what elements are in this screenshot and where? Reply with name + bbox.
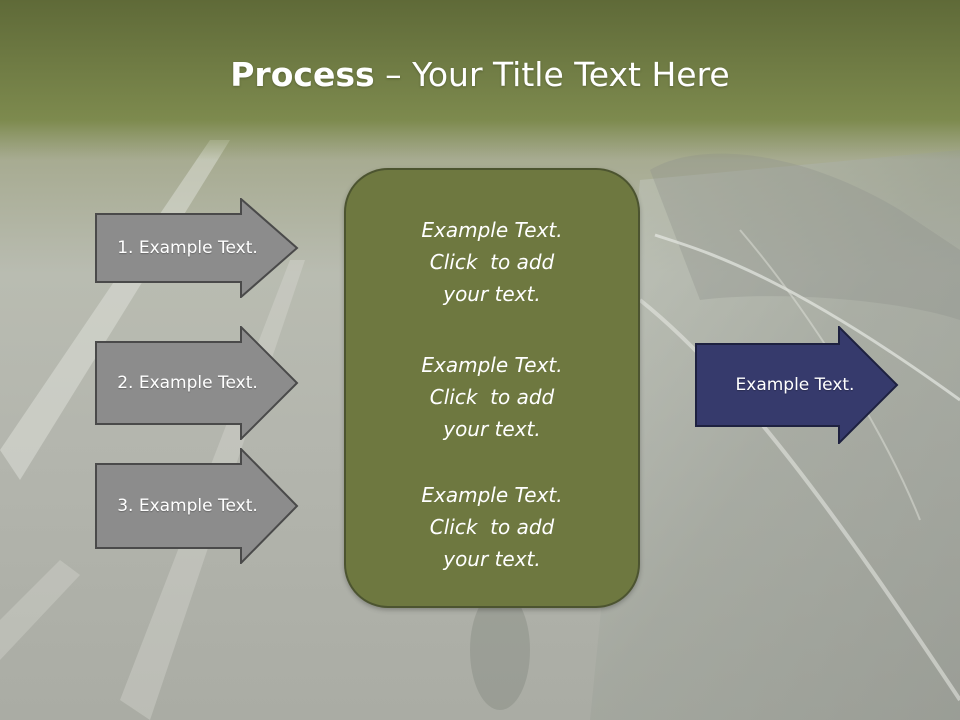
input-arrow-label: 2. Example Text.: [117, 373, 258, 393]
output-arrow-label: Example Text.: [735, 375, 855, 395]
center-text-block-1: Example Text. Click to add your text.: [346, 214, 638, 310]
input-arrow-3[interactable]: 3. Example Text.: [95, 448, 299, 564]
input-arrow-label: 1. Example Text.: [117, 238, 258, 258]
center-text-line: Click to add: [429, 385, 555, 409]
arrow-shape: [695, 326, 899, 444]
input-arrow-2[interactable]: 2. Example Text.: [95, 326, 299, 440]
center-text-block-2: Example Text. Click to add your text.: [346, 349, 638, 445]
center-text-line: Example Text.: [421, 218, 563, 242]
center-text-line: Example Text.: [421, 353, 563, 377]
center-text-line: Click to add: [429, 515, 555, 539]
output-arrow[interactable]: Example Text.: [695, 326, 899, 444]
slide-title: Process – Your Title Text Here: [0, 52, 960, 98]
arrow-shape: [95, 448, 299, 564]
center-process-box[interactable]: Example Text. Click to add your text. Ex…: [344, 168, 640, 608]
center-text-line: your text.: [443, 282, 541, 306]
arrow-shape: [95, 198, 299, 298]
center-text-block-3: Example Text. Click to add your text.: [346, 479, 638, 575]
center-text-line: Click to add: [429, 250, 555, 274]
input-arrow-label: 3. Example Text.: [117, 496, 258, 516]
title-rest: – Your Title Text Here: [374, 55, 730, 94]
center-text-line: Example Text.: [421, 483, 563, 507]
input-arrow-1[interactable]: 1. Example Text.: [95, 198, 299, 298]
center-text-line: your text.: [443, 547, 541, 571]
arrow-shape: [95, 326, 299, 440]
title-bold: Process: [230, 55, 375, 94]
center-text-line: your text.: [443, 417, 541, 441]
